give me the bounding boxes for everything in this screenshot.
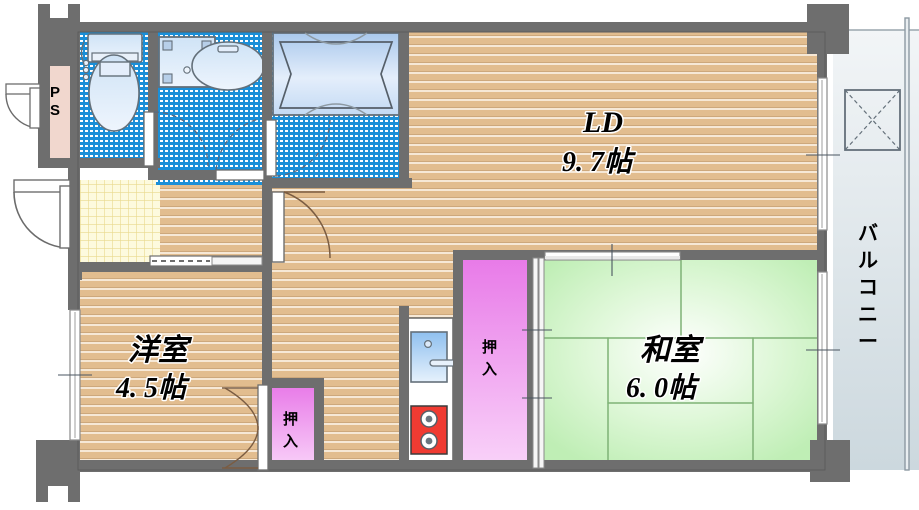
balcony-char-1: バ xyxy=(858,221,878,245)
bath-door[interactable] xyxy=(265,119,331,177)
closet-tick-marks xyxy=(522,329,552,399)
washbasin-icon xyxy=(191,41,265,91)
yoshitsu-closet-door[interactable] xyxy=(222,384,269,471)
bathtub-icon xyxy=(272,32,400,116)
entrance-tile-area xyxy=(78,180,160,264)
wall-outline xyxy=(77,31,826,471)
ld-balcony-window[interactable] xyxy=(806,77,840,231)
closet-yoshitsu: 押 入 xyxy=(268,385,318,470)
toilet-door[interactable] xyxy=(143,111,209,167)
toilet-icon xyxy=(80,33,143,132)
gas-stove-icon xyxy=(410,405,448,455)
closet-1-char-1: 押 xyxy=(283,410,298,428)
yoshitsu-sliding-door[interactable] xyxy=(149,255,263,267)
washitsu-name: 和室 xyxy=(640,333,705,367)
room-label-ld: LD 9. 7帖 xyxy=(561,105,638,180)
ac-outdoor-unit-icon xyxy=(844,89,901,151)
washitsu-area: 6. 0帖 xyxy=(626,373,700,404)
balcony-area: バ ル コ ニ ー xyxy=(833,17,919,471)
ps-door[interactable] xyxy=(5,83,41,129)
balcony-label: バ ル コ ニ ー xyxy=(858,221,878,353)
balcony-char-2: ル xyxy=(858,248,878,272)
ps-char-1: P xyxy=(50,84,60,101)
entrance-door[interactable] xyxy=(13,179,71,249)
washitsu-balcony-window[interactable] xyxy=(806,271,840,425)
yoshitsu-window[interactable] xyxy=(58,309,92,441)
ld-area: 9. 7帖 xyxy=(562,147,636,178)
washitsu-closet-door[interactable] xyxy=(532,257,545,469)
closet-1-char-2: 入 xyxy=(283,432,298,450)
ld-door[interactable] xyxy=(271,191,331,263)
balcony-char-5: ー xyxy=(858,329,878,353)
yoshitsu-name: 洋室 xyxy=(128,333,193,367)
closet-2-char-2: 入 xyxy=(482,360,497,378)
room-label-washitsu: 和室 6. 0帖 xyxy=(625,332,707,406)
yoshitsu-area: 4. 5帖 xyxy=(115,373,190,404)
washroom-door[interactable] xyxy=(215,117,265,181)
balcony-char-3: コ xyxy=(858,275,878,299)
ld-washitsu-partition[interactable] xyxy=(544,244,681,276)
ld-name: LD xyxy=(582,106,623,139)
closet-washitsu: 押 入 xyxy=(463,258,533,468)
tatami-room-fill xyxy=(535,257,827,469)
room-label-yoshitsu: 洋室 4. 5帖 xyxy=(114,332,195,406)
closet-2-char-1: 押 xyxy=(482,338,497,356)
balcony-char-4: ニ xyxy=(858,302,878,326)
ps-char-2: S xyxy=(50,102,60,119)
